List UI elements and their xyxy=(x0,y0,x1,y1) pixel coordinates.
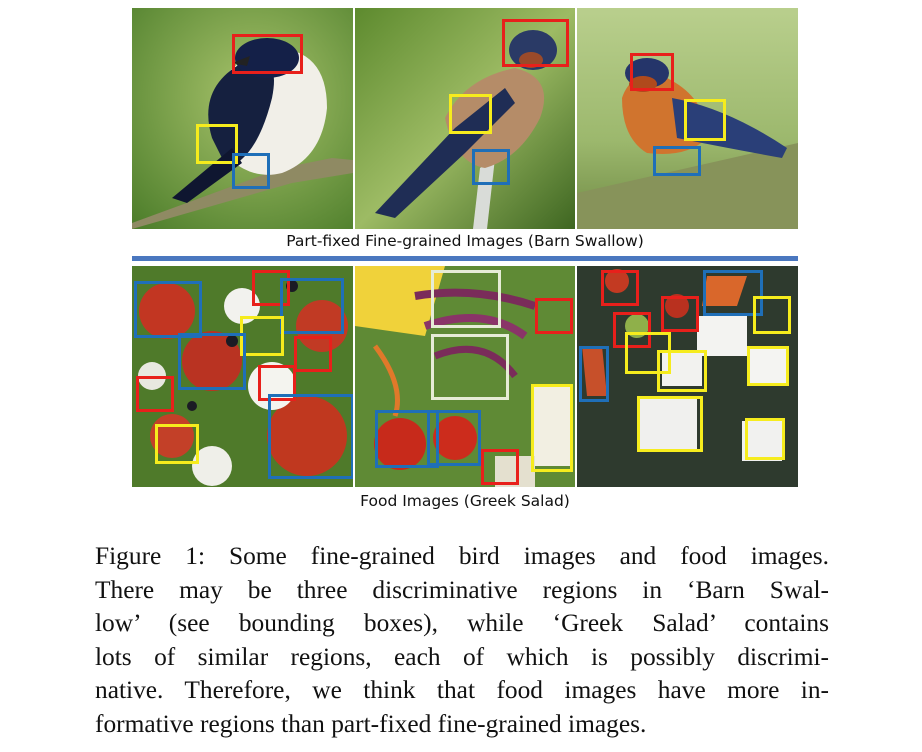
salad-region-box xyxy=(579,346,609,402)
figure-caption: Figure 1: Some fine-grained bird images … xyxy=(95,540,829,741)
salad-region-box xyxy=(240,316,284,356)
top-panel-caption: Part-fixed Fine-grained Images (Barn Swa… xyxy=(286,232,644,250)
wing-bounding-box xyxy=(684,99,726,141)
salad-region-box xyxy=(155,424,199,464)
panel-divider xyxy=(132,256,798,261)
salad-region-box xyxy=(427,410,481,466)
wing-bounding-box xyxy=(449,94,492,134)
foot-bounding-box xyxy=(472,149,510,185)
salad-photo-1 xyxy=(132,266,353,487)
head-bounding-box xyxy=(232,34,303,74)
bird-photo-3 xyxy=(577,8,798,229)
salad-region-box xyxy=(252,270,290,306)
salad-region-box xyxy=(625,332,671,374)
caption-line: There may be three discriminative region… xyxy=(95,575,829,604)
salad-region-box xyxy=(753,296,791,334)
salad-region-box xyxy=(294,336,332,372)
salad-region-box xyxy=(136,376,174,412)
salad-region-box xyxy=(431,270,501,328)
head-bounding-box xyxy=(630,53,674,91)
salad-region-box xyxy=(745,418,785,460)
salad-region-box xyxy=(481,449,519,485)
salad-region-box xyxy=(747,346,789,386)
salad-region-box xyxy=(703,270,763,316)
salad-region-box xyxy=(280,278,344,334)
caption-line: native. Therefore, we think that food im… xyxy=(95,676,829,704)
bird-photo-2 xyxy=(355,8,575,229)
salad-region-box xyxy=(178,333,246,390)
caption-line: formative regions than part-fixed fine-g… xyxy=(95,709,647,738)
bottom-panel-caption: Food Images (Greek Salad) xyxy=(360,492,570,510)
caption-line: low’ (see bounding boxes), while ‘Greek … xyxy=(95,609,829,637)
salad-region-box xyxy=(531,384,573,472)
salad-region-box xyxy=(535,298,573,334)
salad-photo-2 xyxy=(355,266,575,487)
caption-line: Figure 1: Some fine-grained bird images … xyxy=(95,542,829,570)
salad-region-box xyxy=(601,270,639,306)
salad-region-box xyxy=(661,296,699,332)
salad-photo-3 xyxy=(577,266,798,487)
foot-bounding-box xyxy=(232,153,270,189)
salad-region-box xyxy=(657,350,707,392)
salad-region-box xyxy=(637,396,703,452)
wing-bounding-box xyxy=(196,124,238,164)
salad-region-box xyxy=(431,334,509,400)
salad-region-box xyxy=(375,410,439,468)
salad-region-box xyxy=(258,365,296,401)
salad-region-box xyxy=(268,394,353,479)
foot-bounding-box xyxy=(653,146,701,176)
bird-photo-1 xyxy=(132,8,353,229)
caption-line: lots of similar regions, each of which i… xyxy=(95,642,829,671)
salad-region-box xyxy=(613,312,651,348)
salad-region-box xyxy=(134,281,202,338)
head-bounding-box xyxy=(502,19,569,67)
